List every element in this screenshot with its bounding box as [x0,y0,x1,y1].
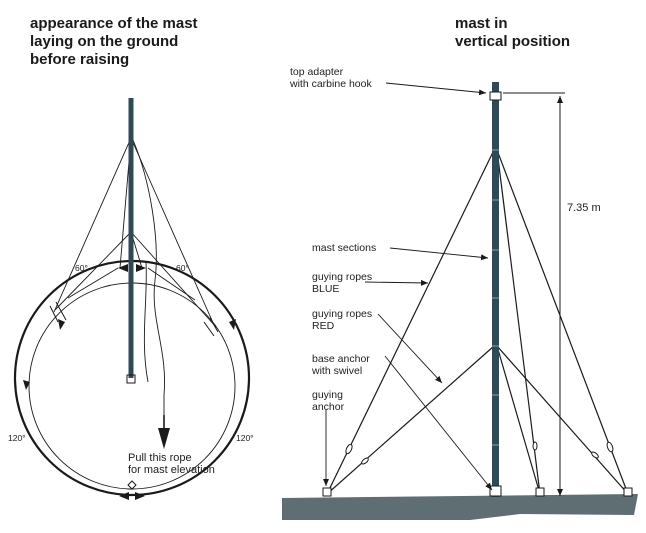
guy-rope-end-right [203,317,219,337]
right-diagram-title: mast in vertical position [455,15,635,51]
top-adapter-icon [489,91,502,101]
guying-anchor-label-line-1: guying [312,389,343,401]
callout-lines [323,82,493,491]
top-adapter-label-line-2: with carbine hook [290,78,372,90]
guying-anchor-label: guying anchor [312,389,344,413]
left-layout-drawing [13,98,251,500]
left-title-line-1: appearance of the mast [30,15,198,32]
left-diagram-title: appearance of the mast laying on the gro… [30,15,250,69]
pull-rope-label-line-2: for mast elevation [128,464,215,476]
height-dimension [503,92,565,496]
ground-surface [282,494,638,520]
vertical-mast [492,82,499,497]
guying-ropes-blue-label: guying ropes BLUE [312,271,372,295]
mast-sections-label: mast sections [312,242,377,254]
left-mast-base [126,374,136,384]
left-guy-ropes [53,137,217,418]
base-anchor-label-line-2: with swivel [312,365,363,377]
left-title-line-3: before raising [30,51,130,68]
bottom-anchor-icon [127,480,137,490]
rope-tensioners [345,441,614,465]
pull-rope-label-line-1: Pull this rope [128,452,192,464]
guying-ropes-red-line-1: guying ropes [312,308,373,320]
right-vertical-drawing [282,82,638,520]
base-anchor-icon [489,485,502,497]
guying-ropes-blue-line-2: BLUE [312,283,340,295]
guying-anchor-label-line-2: anchor [312,401,345,413]
base-anchor-label-line-1: base anchor [312,353,370,365]
circle-arrow-icons [23,264,236,500]
angle-label-top-left: 60° [75,263,88,273]
guy-rope-end-left [49,301,67,323]
guying-anchor-icons [322,487,633,497]
angle-label-bottom-right: 120° [236,433,254,443]
right-title-line-1: mast in [455,15,508,32]
left-mast [128,98,134,378]
top-adapter-label: top adapter with carbine hook [290,66,372,90]
pull-rope-label: Pull this rope for mast elevation [128,452,215,476]
guying-ropes-red-label: guying ropes RED [312,308,372,332]
left-title-line-2: laying on the ground [30,33,179,50]
base-anchor-label: base anchor with swivel [312,353,370,377]
mast-height-label: 7.35 m [567,202,601,214]
pull-arrow-icon [158,428,170,449]
right-title-line-2: vertical position [455,33,571,50]
right-guy-ropes [326,149,629,495]
guying-ropes-blue-line-1: guying ropes [312,271,373,283]
angle-label-bottom-left: 120° [8,433,26,443]
guying-ropes-red-line-2: RED [312,320,335,332]
top-adapter-label-line-1: top adapter [290,66,344,78]
angle-label-top-right: 60° [176,263,189,273]
mast-section-joints [492,149,499,446]
